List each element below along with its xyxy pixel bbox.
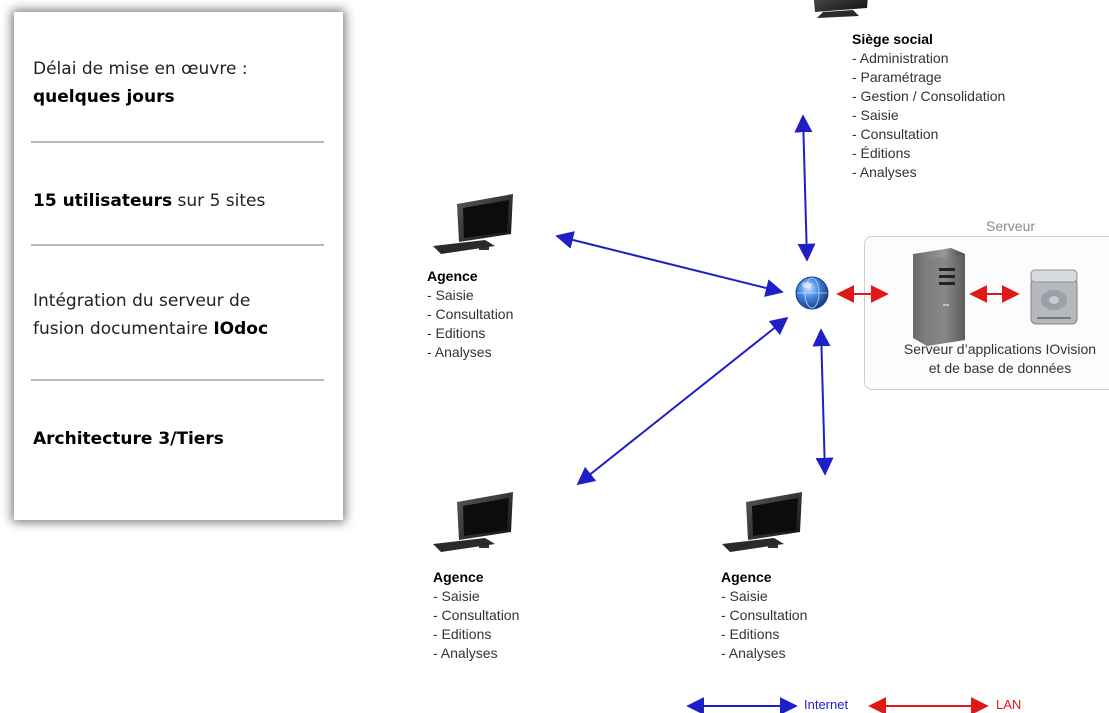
separator [31,244,324,246]
node-agence-bottom-right-label: Agence - Saisie - Consultation - Edition… [721,568,807,663]
legend-internet-label: Internet [804,697,849,712]
node-item: - Saisie [852,107,899,123]
delay-value: quelques jours [33,87,175,107]
node-agence-bottom-left-label: Agence - Saisie - Consultation - Edition… [433,568,519,663]
database-drive-icon [1030,269,1078,325]
node-item: - Analyses [433,645,498,661]
link-agence-bottom-left [576,316,789,486]
users-sites: sur 5 sites [172,191,266,211]
node-agence-left-label: Agence - Saisie - Consultation - Edition… [427,267,513,362]
architecture-label: Architecture 3/Tiers [33,429,224,449]
node-item: - Analyses [852,164,917,180]
link-agence-bottom-right [812,328,834,476]
integration-line-2: fusion documentaire [33,319,214,339]
node-item: - Saisie [433,588,480,604]
node-title: Agence [721,569,772,585]
separator [31,379,324,381]
node-item: - Consultation [721,607,808,623]
computer-icon-agence-left [433,194,513,254]
computer-icon-agence-bottom-left [433,492,513,552]
globe-icon [795,276,829,310]
node-title: Siège social [852,31,933,47]
node-item: - Saisie [427,287,474,303]
node-item: - Administration [852,50,949,66]
link-agence-left [555,231,784,297]
server-caption: Serveur d’applications IOvision et de ba… [880,340,1109,378]
node-item: - Consultation [427,306,514,322]
server-title: Serveur [986,218,1036,234]
internet-links [555,114,834,486]
computer-icon-siege [813,0,868,18]
computer-icon-agence-bottom-right [722,492,802,552]
delay-text: Délai de mise en œuvre : [33,59,248,79]
link-siege [794,114,816,262]
node-title: Agence [427,268,478,284]
node-item: - Analyses [427,344,492,360]
separator [31,141,324,143]
node-item: - Editions [427,325,486,341]
server-tower-icon [913,248,965,346]
node-item: - Consultation [852,126,939,142]
node-item: - Editions [721,626,780,642]
server-caption-line-2: et de base de données [928,360,1072,376]
node-item: - Éditions [852,145,911,161]
integration-line-1: Intégration du serveur de [33,291,251,311]
delay-block: Délai de mise en œuvre : quelques jours [33,55,248,111]
node-item: - Saisie [721,588,768,604]
node-title: Agence [433,569,484,585]
users-line: 15 utilisateurs sur 5 sites [33,187,265,215]
node-siege-label: Siège social - Administration - Paramétr… [852,30,1005,182]
info-card: Délai de mise en œuvre : quelques jours … [14,12,343,520]
node-item: - Gestion / Consolidation [852,88,1006,104]
users-count: 15 utilisateurs [33,191,173,211]
integration-block: Intégration du serveur de fusion documen… [33,287,268,343]
node-item: - Editions [433,626,492,642]
server-caption-line-1: Serveur d’applications IOvision [903,341,1097,357]
node-item: - Paramétrage [852,69,942,85]
node-item: - Consultation [433,607,520,623]
iodoc-label: IOdoc [213,319,269,339]
legend-lan-label: LAN [996,697,1022,712]
node-item: - Analyses [721,645,786,661]
